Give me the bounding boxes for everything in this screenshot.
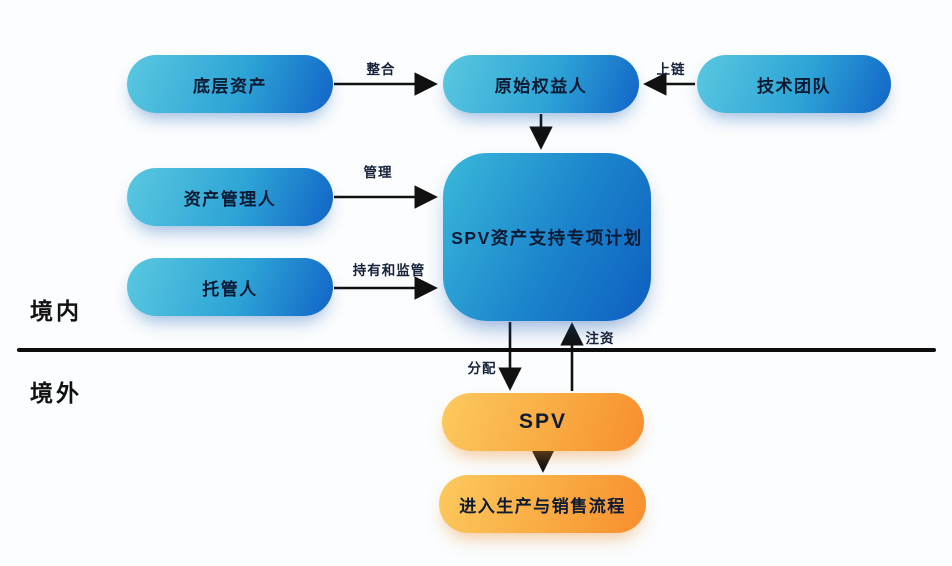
node-tech-team: 技术团队 <box>697 55 891 113</box>
node-custodian-label: 托管人 <box>202 279 258 299</box>
region-label-domestic: 境内 <box>30 298 82 324</box>
node-asset-manager-label: 资产管理人 <box>183 189 277 209</box>
node-spv: SPV <box>442 393 644 451</box>
node-underlying-assets: 底层资产 <box>127 55 333 113</box>
domestic-overseas-divider <box>17 348 936 352</box>
region-label-overseas: 境外 <box>30 380 82 406</box>
node-originator-label: 原始权益人 <box>494 76 588 96</box>
edge-label-distribute: 分配 <box>467 361 497 376</box>
node-spv-label: SPV <box>518 410 568 433</box>
edge-label-onchain: 上链 <box>656 62 686 77</box>
node-production-process-label: 进入生产与销售流程 <box>459 496 626 516</box>
node-custodian: 托管人 <box>127 258 333 316</box>
edge-label-inject: 注资 <box>585 331 615 346</box>
node-spv-plan-label: SPV资产支持专项计划 <box>451 227 643 248</box>
node-originator: 原始权益人 <box>443 55 639 113</box>
node-underlying-assets-label: 底层资产 <box>193 76 267 96</box>
edge-label-manage: 管理 <box>363 165 393 180</box>
edge-label-integrate: 整合 <box>366 62 396 77</box>
node-production-process: 进入生产与销售流程 <box>439 475 646 533</box>
node-tech-team-label: 技术团队 <box>757 76 831 96</box>
edge-label-hold-supervise: 持有和监管 <box>352 263 426 278</box>
node-spv-plan: SPV资产支持专项计划 <box>443 153 651 321</box>
node-asset-manager: 资产管理人 <box>127 168 333 226</box>
